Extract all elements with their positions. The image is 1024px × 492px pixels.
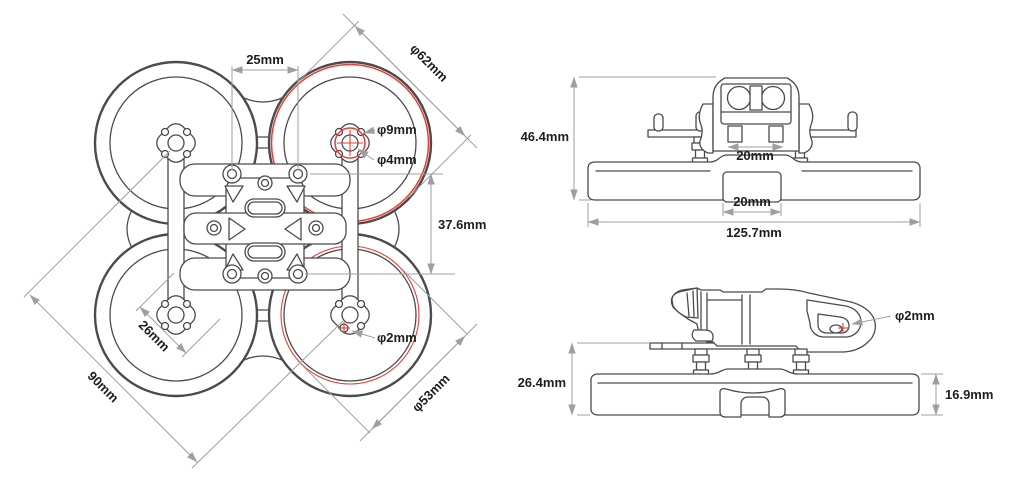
dim-label: 20mm: [736, 148, 774, 163]
dim-46-4mm: 46.4mm: [521, 76, 716, 201]
dim-phi53mm: φ53mm: [302, 267, 478, 442]
dim-phi2mm-side: φ2mm: [851, 308, 935, 326]
canopy-side-plate-right: [798, 103, 814, 154]
dim-20mm-camera: 20mm: [727, 143, 784, 163]
dim-label: φ62mm: [407, 41, 451, 85]
dim-label: 90mm: [85, 368, 122, 405]
dim-25mm: 25mm: [231, 52, 299, 170]
center-cross-mark: [337, 130, 363, 156]
dim-label: 26.4mm: [518, 375, 566, 390]
dim-label: φ2mm: [377, 330, 417, 345]
dim-16-9mm: 16.9mm: [921, 373, 993, 416]
top-view: 25mm φ62mm φ9mm φ4mm 37.6mm 26mm: [23, 13, 486, 469]
canopy-side-profile: [670, 287, 876, 353]
dim-125-7mm: 125.7mm: [587, 203, 921, 240]
center-plate: [179, 163, 351, 291]
dim-37-6mm: 37.6mm: [305, 173, 486, 275]
dim-label: 16.9mm: [945, 387, 993, 402]
grommets: [206, 175, 324, 284]
dim-26-4mm: 26.4mm: [518, 342, 649, 416]
dim-phi4mm: φ4mm: [357, 148, 417, 167]
dim-label: φ2mm: [895, 308, 935, 323]
dim-label: φ53mm: [409, 371, 453, 415]
dim-label: 125.7mm: [726, 225, 782, 240]
center-notch-piece: [719, 387, 786, 418]
dim-phi2mm-top: φ2mm: [351, 330, 417, 345]
dim-phi9mm: φ9mm: [363, 122, 417, 137]
small-hole-cross-mark-side: [838, 323, 848, 333]
camera-assembly: [698, 77, 814, 154]
motor-mount-top-left: [156, 123, 196, 163]
mounting-holes: [222, 164, 308, 284]
canopy-front-foot: [691, 329, 714, 342]
front-view: 46.4mm 20mm 20mm 125.7mm: [521, 76, 921, 240]
dim-label: 46.4mm: [521, 129, 569, 144]
dim-20mm-slot: 20mm: [722, 194, 782, 216]
dim-label: 25mm: [246, 52, 284, 67]
dim-label: 20mm: [733, 194, 771, 209]
duct-plate-front: [587, 154, 921, 203]
side-view: φ2mm 26.4mm 16.9mm: [518, 287, 993, 418]
motor-ring-highlight: [334, 127, 366, 159]
battery-slot: [722, 171, 782, 203]
canopy-side-plate-left: [698, 103, 714, 154]
motor-mount-top-right: [330, 123, 370, 163]
dim-label: φ9mm: [377, 122, 417, 137]
camera-lens-wedge: [671, 287, 699, 319]
dim-label: 37.6mm: [438, 217, 486, 232]
duct-plate-side: [590, 368, 920, 418]
duct-webs: [126, 97, 400, 361]
motor-mount-bottom-right: [330, 295, 370, 335]
dim-label: φ4mm: [377, 152, 417, 167]
small-hole-side: [829, 324, 843, 334]
small-hole-cross-mark: [338, 322, 350, 334]
